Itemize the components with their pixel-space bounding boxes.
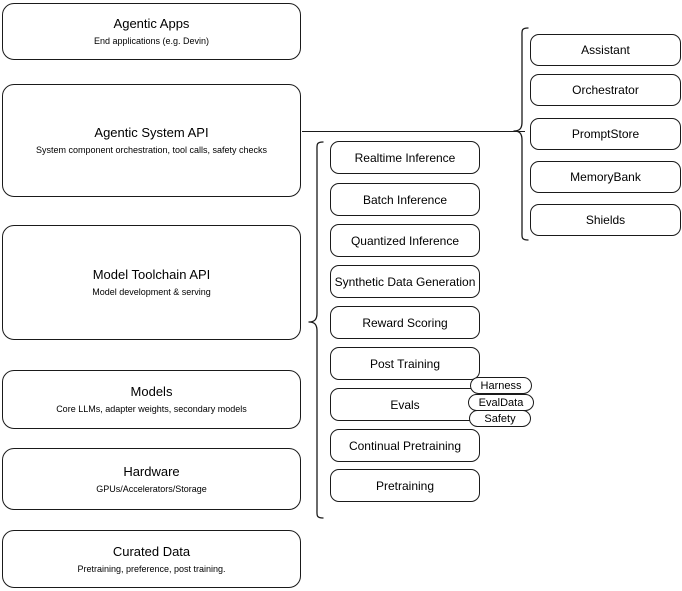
toolchain-label: Synthetic Data Generation: [334, 274, 476, 289]
eval-pill-safety[interactable]: Safety: [469, 410, 531, 427]
toolchain-label: Batch Inference: [362, 192, 448, 207]
layer-title: Curated Data: [112, 543, 191, 559]
toolchain-box-quantized-inference[interactable]: Quantized Inference: [330, 224, 480, 257]
layer-subtitle: GPUs/Accelerators/Storage: [96, 483, 207, 494]
eval-pill-evaldata[interactable]: EvalData: [468, 394, 534, 411]
toolchain-box-post-training[interactable]: Post Training: [330, 347, 480, 380]
eval-pill-label: EvalData: [478, 396, 524, 409]
brace-agentic-system: [508, 22, 532, 250]
connector-agentic-system-to-components: [302, 131, 525, 132]
eval-pill-harness[interactable]: Harness: [470, 377, 532, 394]
layer-box-hardware[interactable]: Hardware GPUs/Accelerators/Storage: [2, 448, 301, 510]
toolchain-box-synthetic-data-generation[interactable]: Synthetic Data Generation: [330, 265, 480, 298]
layer-subtitle: End applications (e.g. Devin): [93, 36, 210, 46]
layer-title: Hardware: [123, 463, 180, 479]
agentic-box-assistant[interactable]: Assistant: [530, 34, 681, 66]
agentic-label: Orchestrator: [572, 83, 639, 97]
agentic-label: Assistant: [581, 43, 630, 57]
layer-box-model-toolchain-api[interactable]: Model Toolchain API Model development & …: [2, 225, 301, 340]
layer-title: Models: [130, 384, 173, 399]
eval-pill-label: Harness: [480, 379, 522, 392]
agentic-label: PromptStore: [571, 127, 640, 141]
layer-subtitle: Pretraining, preference, post training.: [77, 563, 226, 574]
toolchain-label: Evals: [390, 397, 420, 412]
toolchain-label: Quantized Inference: [350, 233, 460, 248]
layer-subtitle: Core LLMs, adapter weights, secondary mo…: [56, 404, 247, 414]
eval-pill-label: Safety: [484, 412, 516, 425]
toolchain-box-evals[interactable]: Evals: [330, 388, 480, 421]
toolchain-label: Continual Pretraining: [348, 438, 462, 453]
agentic-label: Shields: [585, 213, 626, 227]
layer-title: Model Toolchain API: [92, 267, 211, 282]
toolchain-label: Pretraining: [375, 478, 435, 493]
layer-subtitle: Model development & serving: [92, 287, 211, 297]
agentic-box-orchestrator[interactable]: Orchestrator: [530, 74, 681, 106]
agentic-label: MemoryBank: [570, 170, 641, 184]
toolchain-box-reward-scoring[interactable]: Reward Scoring: [330, 306, 480, 339]
toolchain-label: Realtime Inference: [354, 150, 456, 165]
agentic-box-memorybank[interactable]: MemoryBank: [530, 161, 681, 193]
layer-box-agentic-apps[interactable]: Agentic Apps End applications (e.g. Devi…: [2, 3, 301, 60]
toolchain-box-continual-pretraining[interactable]: Continual Pretraining: [330, 429, 480, 462]
layer-box-agentic-system-api[interactable]: Agentic System API System component orch…: [2, 84, 301, 197]
brace-model-toolchain: [303, 135, 327, 527]
toolchain-label: Post Training: [369, 356, 441, 371]
layer-box-models[interactable]: Models Core LLMs, adapter weights, secon…: [2, 370, 301, 429]
layer-box-curated-data[interactable]: Curated Data Pretraining, preference, po…: [2, 530, 301, 588]
layer-title: Agentic Apps: [113, 16, 190, 31]
toolchain-label: Reward Scoring: [362, 315, 448, 330]
layer-title: Agentic System API: [94, 125, 209, 140]
agentic-box-shields[interactable]: Shields: [530, 204, 681, 236]
agentic-box-promptstore[interactable]: PromptStore: [530, 118, 681, 150]
layer-subtitle: System component orchestration, tool cal…: [35, 145, 268, 155]
toolchain-box-pretraining[interactable]: Pretraining: [330, 469, 480, 502]
toolchain-box-batch-inference[interactable]: Batch Inference: [330, 183, 480, 216]
toolchain-box-realtime-inference[interactable]: Realtime Inference: [330, 141, 480, 174]
